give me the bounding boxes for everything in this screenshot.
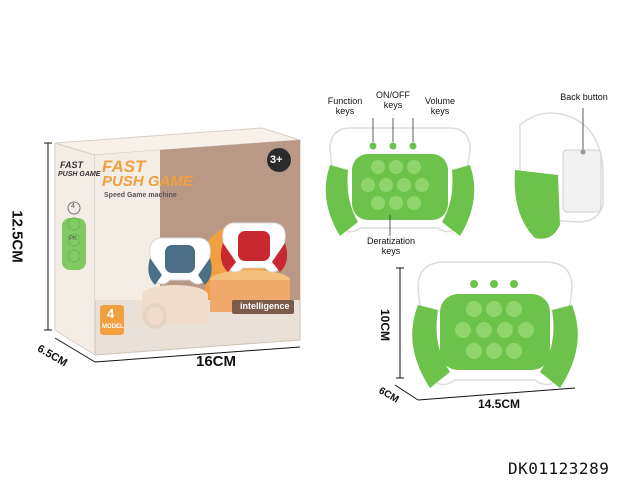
front-toy-grip-right [442, 165, 475, 236]
front-toy-volume-key [409, 142, 417, 150]
box-brand-line1: FAST [102, 157, 146, 176]
callout-volume-keys: Volume keys [420, 96, 460, 116]
dim-line-toy-width [417, 387, 576, 401]
callout-deratization-keys-text: Deratization keys [366, 236, 416, 256]
callout-function-keys-text: Function keys [327, 96, 363, 116]
box-side-brand-line1: FAST [60, 160, 84, 170]
age-badge-text: 3+ [270, 154, 283, 166]
pedestal-left-body [142, 295, 208, 325]
callout-onoff-keys: ON/OFF keys [372, 90, 414, 110]
box-width-label: 16CM [196, 353, 237, 370]
box-red-toy-grip-right [272, 243, 288, 272]
callout-back-button: Back button [556, 92, 612, 102]
callout-deratization-keys: Deratization keys [360, 236, 422, 256]
front-toy-grip-left [325, 165, 358, 236]
dim-line-box-depth [54, 337, 96, 363]
box-red-toy-grip-left [220, 243, 236, 272]
product-code: DK01123289 [508, 459, 610, 478]
box-side-brand-line2: PUSH GAME [58, 171, 101, 178]
large-toy-grip-right [540, 305, 578, 388]
ring-decoration [143, 303, 167, 329]
box-blue-toy-pad [165, 245, 195, 273]
callout-function-keys: Function keys [325, 96, 365, 116]
side-icon-label-1: 4 [71, 203, 75, 210]
model-badge [100, 305, 124, 335]
back-button [580, 149, 586, 155]
box-subtitle: Speed Game machine [104, 192, 177, 199]
box-blue-toy-grip-right [198, 258, 212, 285]
intelligence-label: intelligence [240, 301, 290, 311]
box-red-toy-pad [238, 231, 270, 261]
side-icon-label-2: PK [69, 236, 78, 242]
box-blue-toy-grip-left [148, 258, 162, 285]
large-toy-grip-left [412, 305, 450, 388]
front-toy-onoff-key [389, 142, 397, 150]
back-toy-battery-cover [562, 149, 602, 213]
toy-width-label: 14.5CM [478, 397, 521, 411]
box-left-panel [95, 150, 160, 300]
large-toy-key-3 [510, 280, 518, 288]
front-toy-function-key [369, 142, 377, 150]
model-count: 4 [107, 306, 115, 321]
intelligence-banner [232, 300, 294, 314]
box-side-green-toy [62, 218, 86, 270]
large-toy-bubbles [455, 301, 534, 359]
box-brand-line2: PUSH GAME [102, 173, 193, 190]
age-badge [267, 148, 291, 172]
box-height-label: 12.5CM [8, 210, 26, 263]
dim-line-toy-depth [394, 384, 419, 401]
callout-back-button-text: Back button [560, 92, 608, 102]
callout-volume-keys-text: Volume keys [424, 96, 456, 116]
large-toy-key-1 [470, 280, 478, 288]
back-toy-grip [514, 170, 560, 239]
front-toy-bubbles [361, 160, 429, 210]
model-label: MODEL [102, 324, 124, 330]
large-toy-key-2 [490, 280, 498, 288]
dim-line-box-width [94, 346, 301, 363]
toy-height-label: 10CM [378, 308, 392, 341]
side-icon-1 [67, 201, 81, 215]
callout-onoff-keys-text: ON/OFF keys [376, 90, 410, 110]
